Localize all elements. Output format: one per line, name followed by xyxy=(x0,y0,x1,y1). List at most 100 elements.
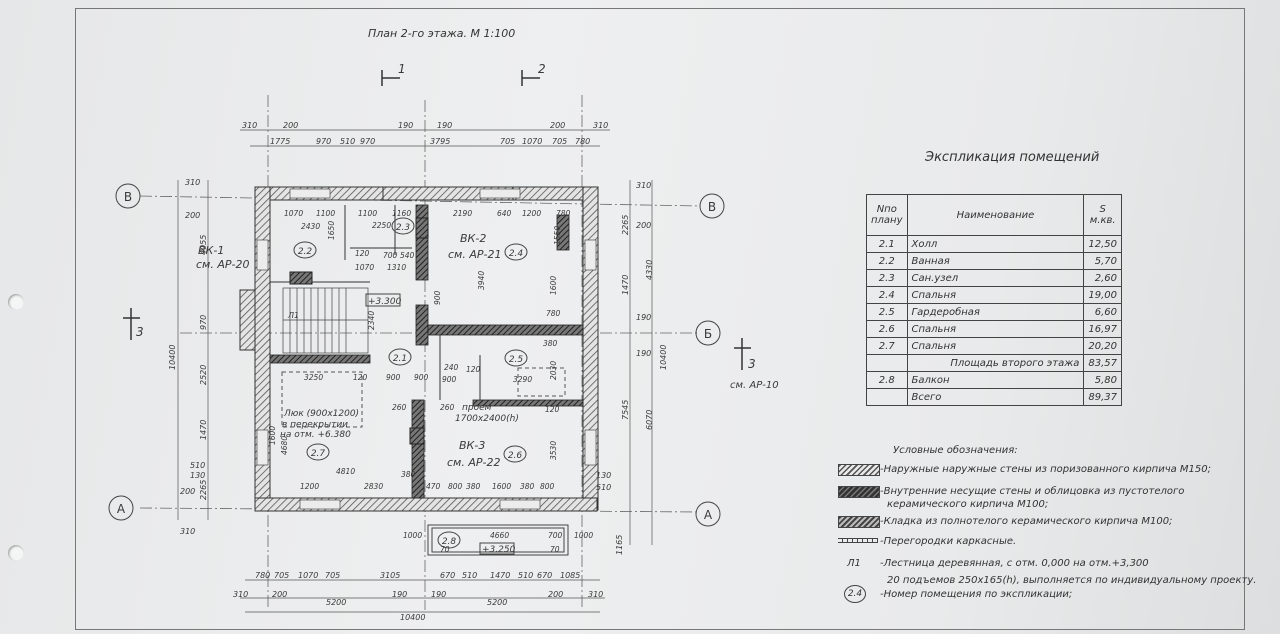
svg-text:1070: 1070 xyxy=(355,263,374,272)
legend-inner-walls: -Внутренние несущие стены и облицовка из… xyxy=(880,486,1185,497)
svg-text:120: 120 xyxy=(355,249,370,258)
svg-text:200: 200 xyxy=(636,221,651,230)
vk2-label: ВК-2 xyxy=(460,232,486,245)
svg-text:380: 380 xyxy=(401,470,416,479)
svg-text:190: 190 xyxy=(437,121,452,130)
legend-room-circle: 2.4 xyxy=(844,585,866,603)
vk1-ref: см. АР-20 xyxy=(196,258,249,271)
svg-text:705: 705 xyxy=(500,137,515,146)
svg-text:190: 190 xyxy=(392,590,407,599)
legend-room: -Номер помещения по экспликации; xyxy=(880,589,1073,600)
col-number: Nпо плану xyxy=(866,194,908,236)
section-3-ref: см. АР-10 xyxy=(730,380,779,391)
balcony xyxy=(427,524,569,556)
svg-text:1310: 1310 xyxy=(387,263,406,272)
svg-text:1470: 1470 xyxy=(621,275,630,295)
legend-partitions: -Перегородки каркасные. xyxy=(880,536,1017,547)
section-1: 1 xyxy=(398,62,406,76)
svg-text:970: 970 xyxy=(316,137,331,146)
vk1-label: ВК-1 xyxy=(198,244,224,257)
svg-text:780: 780 xyxy=(575,137,590,146)
svg-text:1200: 1200 xyxy=(300,482,319,491)
svg-text:2340: 2340 xyxy=(367,311,376,330)
svg-text:1600: 1600 xyxy=(268,426,277,445)
svg-text:5200: 5200 xyxy=(326,598,346,607)
hatch-note-1: Люк (900х1200) xyxy=(283,409,359,419)
svg-text:310: 310 xyxy=(185,178,200,187)
legend-stairs-2: 20 подъемов 250х165(h), выполняется по и… xyxy=(887,575,1257,586)
svg-text:200: 200 xyxy=(180,487,195,496)
room-2-3: 2.3 xyxy=(396,223,411,233)
floor-plan: В В Б А А 1 2 3 3 см. АР-10 2.2 2.3 2.4 … xyxy=(108,62,779,622)
svg-text:120: 120 xyxy=(466,365,481,374)
swatch-outer-walls xyxy=(838,464,880,476)
svg-text:200: 200 xyxy=(283,121,298,130)
hatch-note-2: в перекрытии xyxy=(282,420,348,430)
axis-a-left: А xyxy=(117,502,126,516)
svg-text:3105: 3105 xyxy=(380,571,400,580)
level-3250: +3.250 xyxy=(482,545,516,555)
svg-text:310: 310 xyxy=(242,121,257,130)
svg-text:510: 510 xyxy=(462,571,477,580)
svg-text:380: 380 xyxy=(543,339,558,348)
svg-text:3530: 3530 xyxy=(549,441,558,460)
svg-text:70: 70 xyxy=(440,545,450,554)
svg-text:800: 800 xyxy=(448,482,463,491)
svg-text:1100: 1100 xyxy=(316,209,335,218)
svg-text:200: 200 xyxy=(185,211,200,220)
svg-text:1070: 1070 xyxy=(522,137,542,146)
svg-text:4660: 4660 xyxy=(490,531,509,540)
svg-text:190: 190 xyxy=(431,590,446,599)
svg-text:900: 900 xyxy=(442,375,457,384)
svg-text:2265: 2265 xyxy=(621,215,630,235)
svg-text:900: 900 xyxy=(386,373,401,382)
svg-text:130: 130 xyxy=(190,471,205,480)
punch-hole-top xyxy=(8,294,24,310)
svg-text:670: 670 xyxy=(440,571,455,580)
opening-1: проем xyxy=(462,403,492,413)
room-2-7: 2.7 xyxy=(311,449,326,459)
svg-text:1000: 1000 xyxy=(574,531,593,540)
svg-text:4330: 4330 xyxy=(645,260,654,280)
svg-text:2250: 2250 xyxy=(372,221,391,230)
legend-title: Условные обозначения: xyxy=(893,445,1018,456)
svg-text:7545: 7545 xyxy=(621,400,630,420)
hatch-note-3: на отм. +6.380 xyxy=(280,430,351,440)
svg-text:200: 200 xyxy=(548,590,563,599)
svg-text:780: 780 xyxy=(556,209,571,218)
axis-b-right: Б xyxy=(704,327,712,341)
svg-text:1100: 1100 xyxy=(358,209,377,218)
svg-text:310: 310 xyxy=(636,181,651,190)
svg-text:200: 200 xyxy=(272,590,287,599)
vk3-label: ВК-3 xyxy=(459,439,485,452)
svg-text:670: 670 xyxy=(537,571,552,580)
drawing-frame xyxy=(75,8,1245,630)
svg-text:700: 700 xyxy=(548,531,563,540)
explication-title: Экспликация помещений xyxy=(925,150,1100,165)
svg-text:900: 900 xyxy=(433,290,442,305)
svg-text:310: 310 xyxy=(593,121,608,130)
axis-markers xyxy=(108,183,725,527)
svg-text:240: 240 xyxy=(444,363,459,372)
svg-text:4680: 4680 xyxy=(280,436,289,455)
stairs xyxy=(282,287,369,354)
room-2-8: 2.8 xyxy=(442,537,457,547)
svg-text:540: 540 xyxy=(400,251,415,260)
section-3-left: 3 xyxy=(136,325,144,339)
svg-text:1470: 1470 xyxy=(199,420,208,440)
svg-text:380: 380 xyxy=(466,482,481,491)
svg-text:3940: 3940 xyxy=(477,271,486,290)
ceiling-hatch xyxy=(281,371,363,428)
svg-text:970: 970 xyxy=(360,137,375,146)
svg-text:1775: 1775 xyxy=(270,137,290,146)
room-2-5: 2.5 xyxy=(509,355,524,365)
svg-text:70: 70 xyxy=(550,545,560,554)
